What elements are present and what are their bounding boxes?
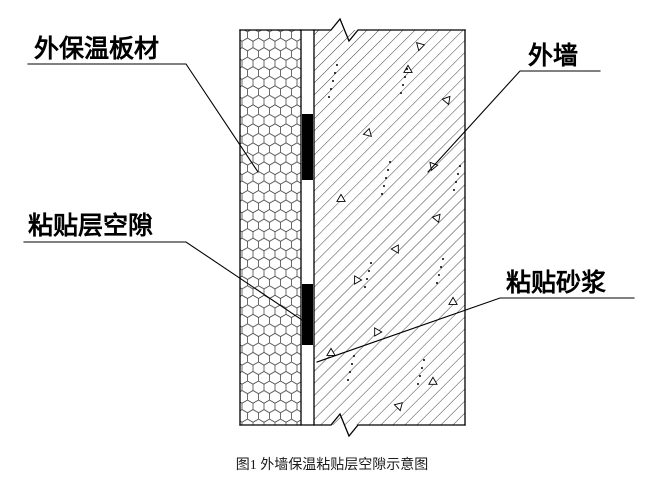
top-boundary-break <box>239 17 466 43</box>
concrete-triangle-icon <box>448 296 458 305</box>
label-adhesive-gap: 粘贴层空隙 <box>28 211 153 240</box>
concrete-dot <box>330 88 332 90</box>
concrete-dot <box>402 84 404 86</box>
concrete-dot <box>370 262 372 264</box>
concrete-dot <box>368 270 370 272</box>
insulation-board <box>239 29 302 426</box>
insulation-board-fill <box>240 30 301 425</box>
concrete-dot <box>364 286 366 288</box>
concrete-dot <box>332 80 334 82</box>
leader-adhesive-mortar <box>316 297 635 363</box>
concrete-triangle-icon <box>441 95 451 106</box>
label-adhesive-mortar: 粘贴砂浆 <box>506 268 606 297</box>
concrete-dot <box>389 161 391 163</box>
concrete-dot <box>436 282 438 284</box>
concrete-triangle-icon <box>393 402 403 412</box>
leader-lines <box>23 63 635 363</box>
concrete-triangle-icon <box>431 213 441 224</box>
concrete-dot <box>404 76 406 78</box>
concrete-dot <box>347 379 349 381</box>
adhesive-gap-upper <box>302 114 313 180</box>
concrete-dot <box>455 181 457 183</box>
concrete-triangle-icon <box>326 347 336 356</box>
concrete-dot <box>438 274 440 276</box>
concrete-dot <box>385 177 387 179</box>
concrete-dot <box>328 96 330 98</box>
concrete-dot <box>442 258 444 260</box>
concrete-dot <box>336 64 338 66</box>
concrete-dot <box>366 278 368 280</box>
concrete-dot <box>457 173 459 175</box>
external-wall <box>313 29 466 426</box>
concrete-dot <box>459 165 461 167</box>
concrete-triangle-icon <box>374 327 383 337</box>
concrete-triangle-icon <box>336 193 346 202</box>
concrete-dot <box>417 383 419 385</box>
concrete-dot <box>419 375 421 377</box>
concrete-dot <box>334 72 336 74</box>
concrete-triangle-icon <box>390 244 399 254</box>
concrete-dot <box>440 266 442 268</box>
concrete-triangle-icon <box>428 376 438 385</box>
concrete-dot <box>400 92 402 94</box>
concrete-dots <box>328 64 461 385</box>
bottom-boundary-break <box>239 412 466 438</box>
concrete-dot <box>351 363 353 365</box>
figure-caption: 图1 外墙保温粘贴层空隙示意图 <box>236 456 429 473</box>
concrete-dot <box>387 169 389 171</box>
concrete-triangle-icon <box>415 42 426 52</box>
concrete-dot <box>423 359 425 361</box>
concrete-dot <box>349 371 351 373</box>
label-insulation-board: 外保温板材 <box>34 34 159 63</box>
concrete-triangle-icon <box>354 275 363 285</box>
concrete-dot <box>381 193 383 195</box>
leader-adhesive-gap <box>23 241 303 321</box>
concrete-dot <box>383 185 385 187</box>
leader-external-wall <box>427 70 601 173</box>
label-external-wall: 外墙 <box>528 41 578 70</box>
leader-insulation-board <box>27 63 259 173</box>
external-wall-fill <box>314 30 465 425</box>
adhesive-gap-lower <box>302 284 313 345</box>
concrete-triangles <box>326 42 458 412</box>
concrete-triangle-icon <box>403 64 413 73</box>
concrete-dot <box>406 68 408 70</box>
concrete-dot <box>453 189 455 191</box>
concrete-dot <box>421 367 423 369</box>
concrete-triangle-icon <box>362 127 372 138</box>
concrete-dot <box>353 355 355 357</box>
